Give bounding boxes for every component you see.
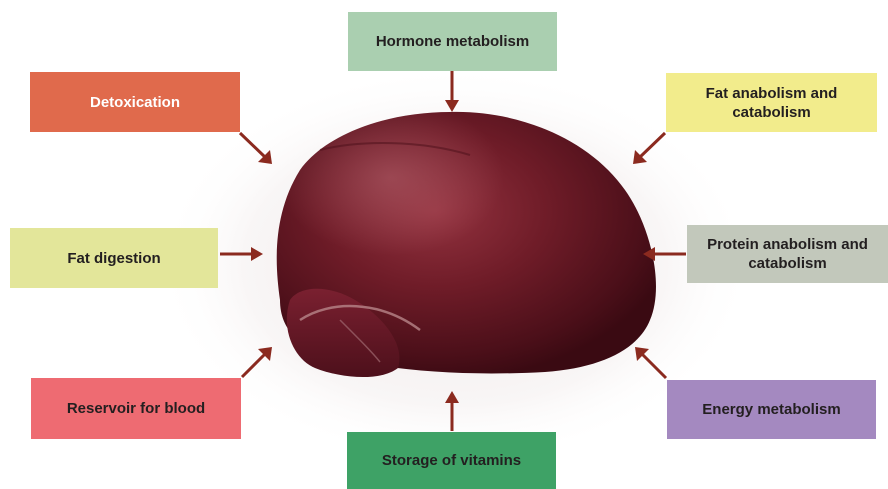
protein-anabolism-label: Protein anabolism and catabolism [689, 235, 886, 273]
fat-digestion-label: Fat digestion [67, 249, 160, 268]
storage-of-vitamins-label: Storage of vitamins [382, 451, 521, 470]
hormone-metabolism-box: Hormone metabolism [348, 12, 557, 71]
hormone-metabolism-label: Hormone metabolism [376, 32, 529, 51]
detoxication-label: Detoxication [90, 93, 180, 112]
fat-digestion-box: Fat digestion [10, 228, 218, 288]
energy-metabolism-label: Energy metabolism [702, 400, 840, 419]
fat-anabolism-label: Fat anabolism and catabolism [672, 84, 871, 122]
reservoir-for-blood-label: Reservoir for blood [67, 399, 205, 418]
detoxication-box: Detoxication [30, 72, 240, 132]
fat-anabolism-box: Fat anabolism and catabolism [666, 73, 877, 132]
reservoir-for-blood-box: Reservoir for blood [31, 378, 241, 439]
protein-anabolism-box: Protein anabolism and catabolism [687, 225, 888, 283]
energy-metabolism-box: Energy metabolism [667, 380, 876, 439]
storage-of-vitamins-box: Storage of vitamins [347, 432, 556, 489]
